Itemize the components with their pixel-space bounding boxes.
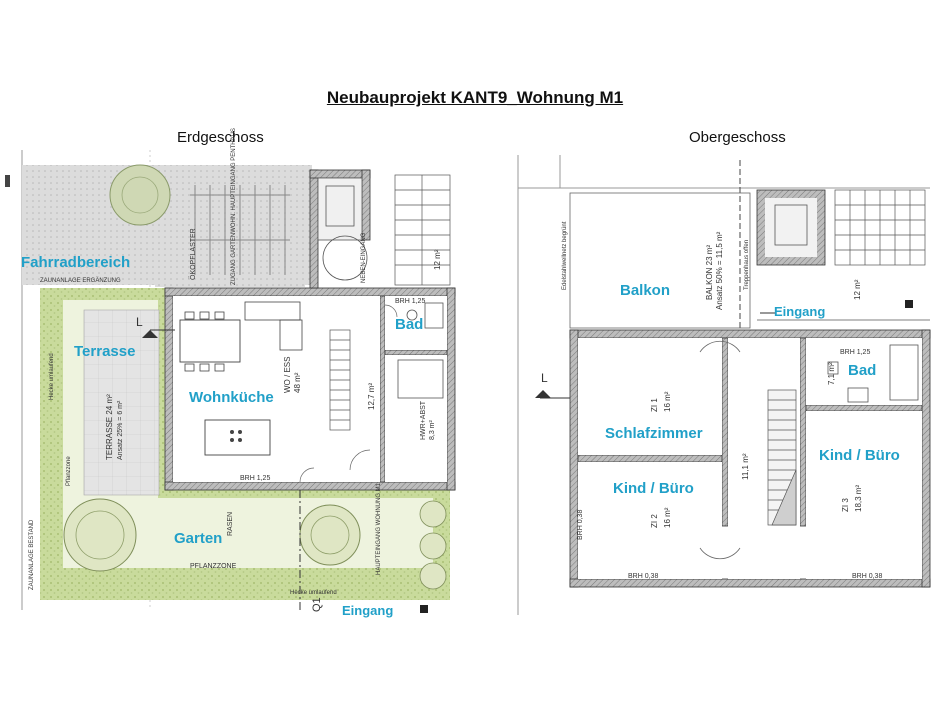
- room-label-wohnkueche: Wohnküche: [189, 389, 274, 406]
- section-mark-ground: L: [136, 315, 143, 329]
- upper-bath-area: 7,1 m²: [827, 362, 836, 385]
- tree-symbol: [109, 164, 171, 226]
- haupteingang-label: HAUPTEINGANG WOHNUNG M1: [376, 482, 382, 575]
- kitchen-island: [204, 419, 271, 456]
- stair-ground: [394, 174, 451, 286]
- zugang-label: ZUGANG GARTENWOHN. HAUPTEINGANG PENTHAUS: [231, 128, 237, 285]
- bath-fixtures: [397, 302, 444, 399]
- room-label-fahrradbereich: Fahrradbereich: [21, 254, 131, 271]
- svg-text:WO / ESS: WO / ESS: [283, 357, 292, 393]
- room-label-garten: Garten: [174, 530, 223, 547]
- upper-flur-area: 11,1 m²: [741, 453, 750, 480]
- balcony-ansatz: Ansatz 50% = 11,5 m²: [715, 231, 724, 310]
- zi3-area: 18,3 m²: [854, 485, 863, 512]
- edelstahl-label: Edelstahlwellnetz begrünt: [562, 221, 568, 290]
- pflanzzone-vertical: Pflanzzone: [66, 456, 72, 486]
- internal-stair: [329, 329, 351, 431]
- upper-floor-title: Obergeschoss: [689, 129, 786, 146]
- brh-label-1: BRH 1,25: [240, 475, 270, 482]
- room-label-eingang-ground: Eingang: [342, 603, 394, 618]
- hwr-area: 8,3 m²: [429, 419, 436, 440]
- upper-bath-fixtures: [827, 344, 919, 403]
- page-title: Neubauprojekt KANT9_Wohnung M1: [326, 88, 624, 107]
- wo-ess-label: WO / ESS: [283, 357, 292, 393]
- elevator-shaft: [317, 177, 363, 241]
- room-label-balkon: Balkon: [620, 282, 671, 299]
- zaun-label: ZAUNANLAGE ERGÄNZUNG: [40, 277, 121, 284]
- zi2-area: 16 m²: [663, 507, 672, 528]
- wo-ess-area: 48 m²: [293, 372, 302, 393]
- zi2-label: ZI 2: [650, 514, 659, 528]
- room-label-kind-buero-2: Kind / Büro: [819, 447, 900, 464]
- rasen-label: RASEN: [227, 512, 234, 536]
- upper-floor-plan: BALKON 23 m² Ansatz 50% = 11,5 m² Treppe…: [517, 155, 931, 615]
- hecke-vertical: Hecke umlaufend: [49, 353, 55, 400]
- room-label-terrasse: Terrasse: [74, 343, 136, 360]
- flur-area: 12,7 m²: [367, 383, 376, 410]
- pflanzzone-label: PFLANZZONE: [190, 563, 237, 570]
- stair-upper: [834, 189, 926, 266]
- brh-upper-b: BRH 0,38: [577, 510, 584, 540]
- terrace-text: TERRASSE 24 m²: [105, 394, 114, 460]
- brh-upper-d: BRH 0,38: [852, 573, 882, 580]
- room-label-bad-upper: Bad: [848, 362, 877, 379]
- dining-table: [179, 319, 241, 363]
- treppenhaus-label: Treppenhaus offen: [744, 240, 750, 290]
- zi1-label: ZI 1: [650, 398, 659, 412]
- ground-floor-plan: WO / ESS 48 m² 12,7 m² HWR+ABST 8,3 m² T…: [5, 128, 456, 613]
- hwr-label: HWR+ABST: [420, 400, 427, 440]
- ground-floor-title: Erdgeschoss: [177, 129, 264, 146]
- room-label-schlafzimmer: Schlafzimmer: [605, 425, 703, 442]
- section-bottom-ground: Q1: [311, 597, 323, 612]
- brh-upper-a: BRH 1,25: [840, 349, 870, 356]
- zaun-bestand-label: ZAUNANLAGE BESTAND: [29, 519, 35, 590]
- stair-area-ground: 12 m²: [433, 249, 442, 270]
- hecke-label: Hecke umlaufend: [290, 590, 337, 596]
- terrace-ansatz: Ansatz 25% = 6 m²: [117, 400, 124, 460]
- bike-racks: [190, 185, 290, 275]
- balcony-text: BALKON 23 m²: [705, 245, 714, 300]
- balcony-area: [569, 192, 751, 329]
- nebeneingang-label: NEBEN-EINGANG: [361, 232, 367, 283]
- room-label-kind-buero-1: Kind / Büro: [613, 480, 694, 497]
- room-label-bad-ground: Bad: [395, 316, 424, 333]
- oekopflaster-label: ÖKOPFLASTER: [189, 228, 197, 280]
- stair-area-upper: 12 m²: [853, 279, 862, 300]
- terrace-area: [83, 309, 160, 496]
- section-mark-upper: L: [541, 371, 548, 385]
- zi3-label: ZI 3: [841, 498, 850, 512]
- upper-internal-stair: [767, 389, 797, 526]
- zi1-area: 16 m²: [663, 391, 672, 412]
- room-label-eingang-upper: Eingang: [774, 304, 826, 319]
- brh-upper-c: BRH 0,38: [628, 573, 658, 580]
- brh-label-2: BRH 1,25: [395, 298, 425, 305]
